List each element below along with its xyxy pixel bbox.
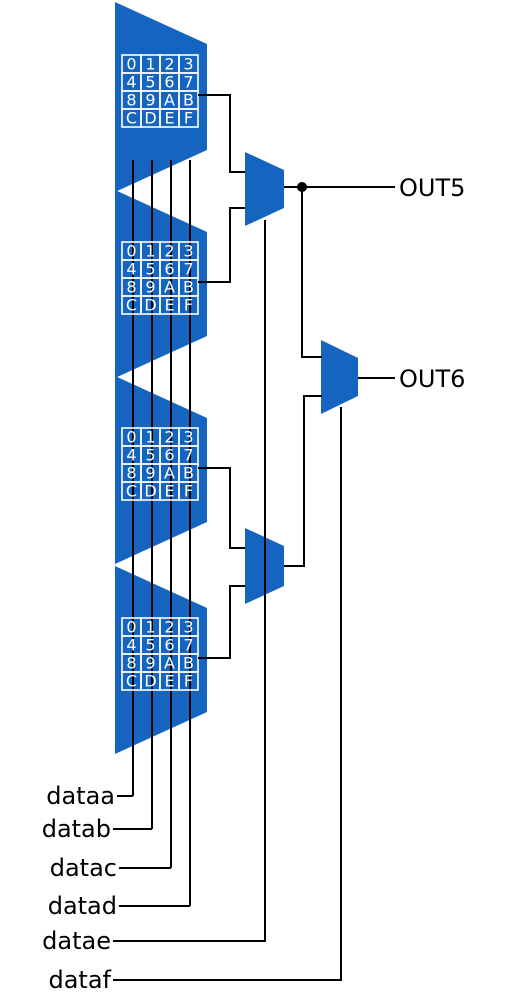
lut-2-cell-label: 7: [183, 260, 193, 279]
input-label-dataa: dataa: [46, 782, 115, 810]
lut-1-cell-label: 4: [126, 73, 136, 92]
lut-2-cell-label: 8: [126, 278, 136, 297]
lut-3-cell-label: A: [164, 464, 175, 483]
lut-1-cell-label: 3: [183, 55, 193, 74]
input-label-datab: datab: [42, 815, 111, 843]
lut-4: [115, 566, 207, 754]
lut-1-cell-label: F: [184, 109, 193, 128]
lut-2-cell-label: 2: [164, 242, 174, 261]
lut-3-cell-label: F: [184, 482, 193, 501]
lut-4-cell-label: 7: [183, 636, 193, 655]
lut-4-cell-label: D: [144, 672, 156, 691]
lut-2-cell-box: [178, 295, 199, 315]
input-label-dataf: dataf: [48, 966, 111, 994]
lut-1-cell-label: 0: [126, 55, 136, 74]
mux-upper: [245, 152, 284, 226]
lut-4-cell-label: 0: [126, 618, 136, 637]
lut-4-cell-label: C: [126, 672, 137, 691]
lut-1-cell-label: 6: [164, 73, 174, 92]
lut-4-cell-label: 8: [126, 654, 136, 673]
lut-4-cell-label: F: [184, 672, 193, 691]
lut-2-cell-label: 4: [126, 260, 136, 279]
input-label-datad: datad: [48, 892, 117, 920]
lut-1-cell-label: 1: [145, 55, 155, 74]
lut-4-cell-label: 4: [126, 636, 136, 655]
output-label-out6: OUT6: [399, 365, 465, 393]
lut-4-cell-label: 3: [183, 618, 193, 637]
lut-to-mux-wires: [198, 94, 248, 659]
lut-3-cell-label: 5: [145, 446, 155, 465]
lut-3-cell-label: C: [126, 482, 137, 501]
lut-4-cell-label: 1: [145, 618, 155, 637]
mux-output: [321, 340, 358, 414]
input-label-datac: datac: [50, 854, 117, 882]
lut-3-cell-label: E: [164, 482, 174, 501]
lut-3-cell-label: 9: [145, 464, 155, 483]
lut-2-cell-label: 6: [164, 260, 174, 279]
lut-1-cell-label: 2: [164, 55, 174, 74]
lut-1-cell-label: B: [183, 91, 194, 110]
lut-4-cell-label: 2: [164, 618, 174, 637]
lut-4-cell-label: 6: [164, 636, 174, 655]
lut-2-cell-label: D: [144, 296, 156, 315]
lut-3-cell-label: 0: [126, 428, 136, 447]
lut-2-cell-label: B: [183, 278, 194, 297]
lut-3-cell-label: 4: [126, 446, 136, 465]
lut-3: [115, 376, 207, 564]
lut-2-cell-label: A: [164, 278, 175, 297]
lut-1-cell-label: 8: [126, 91, 136, 110]
lut-2-cell-label: C: [126, 296, 137, 315]
lut-2-cell-label: 1: [145, 242, 155, 261]
lut-3-cell-box: [178, 481, 199, 501]
lut-3-cell-label: 3: [183, 428, 193, 447]
lut-2-cell-label: E: [164, 296, 174, 315]
lut-3-cell-label: 6: [164, 446, 174, 465]
lut-3-cell-label: 7: [183, 446, 193, 465]
lut-2: [115, 190, 207, 378]
lut-1-cell-label: E: [164, 109, 174, 128]
lut-1-cell-label: 5: [145, 73, 155, 92]
lut-1-cell-box: [178, 108, 199, 128]
lut-3-cell-label: D: [144, 482, 156, 501]
junction-dot: [297, 182, 307, 192]
lut-2-cell-label: 5: [145, 260, 155, 279]
lut-4-cell-label: 5: [145, 636, 155, 655]
lut-4-cell-label: B: [183, 654, 194, 673]
lut-1-cell-label: D: [144, 109, 156, 128]
lut-3-cell-label: 2: [164, 428, 174, 447]
lut-1-cell-label: C: [126, 109, 137, 128]
output-label-out5: OUT5: [399, 174, 465, 202]
lut-2-cell-label: 3: [183, 242, 193, 261]
lut-3-cell-label: 1: [145, 428, 155, 447]
lut-1-cell-label: 7: [183, 73, 193, 92]
lut-1-cell-label: A: [164, 91, 175, 110]
input-leaders: [113, 795, 190, 907]
lut-2-cell-label: F: [184, 296, 193, 315]
lut-4-cell-label: A: [164, 654, 175, 673]
input-label-datae: datae: [42, 927, 111, 955]
lut-1-cell-label: 9: [145, 91, 155, 110]
lut-4-cell-box: [178, 671, 199, 691]
lut-3-cell-label: 8: [126, 464, 136, 483]
lut-4-cell-label: E: [164, 672, 174, 691]
select-wires: [113, 220, 342, 981]
lut-4-cell-label: 9: [145, 654, 155, 673]
lut-3-cell-label: B: [183, 464, 194, 483]
lut-2-cell-label: 9: [145, 278, 155, 297]
lut-1: [115, 2, 207, 192]
lut-2-cell-label: 0: [126, 242, 136, 261]
